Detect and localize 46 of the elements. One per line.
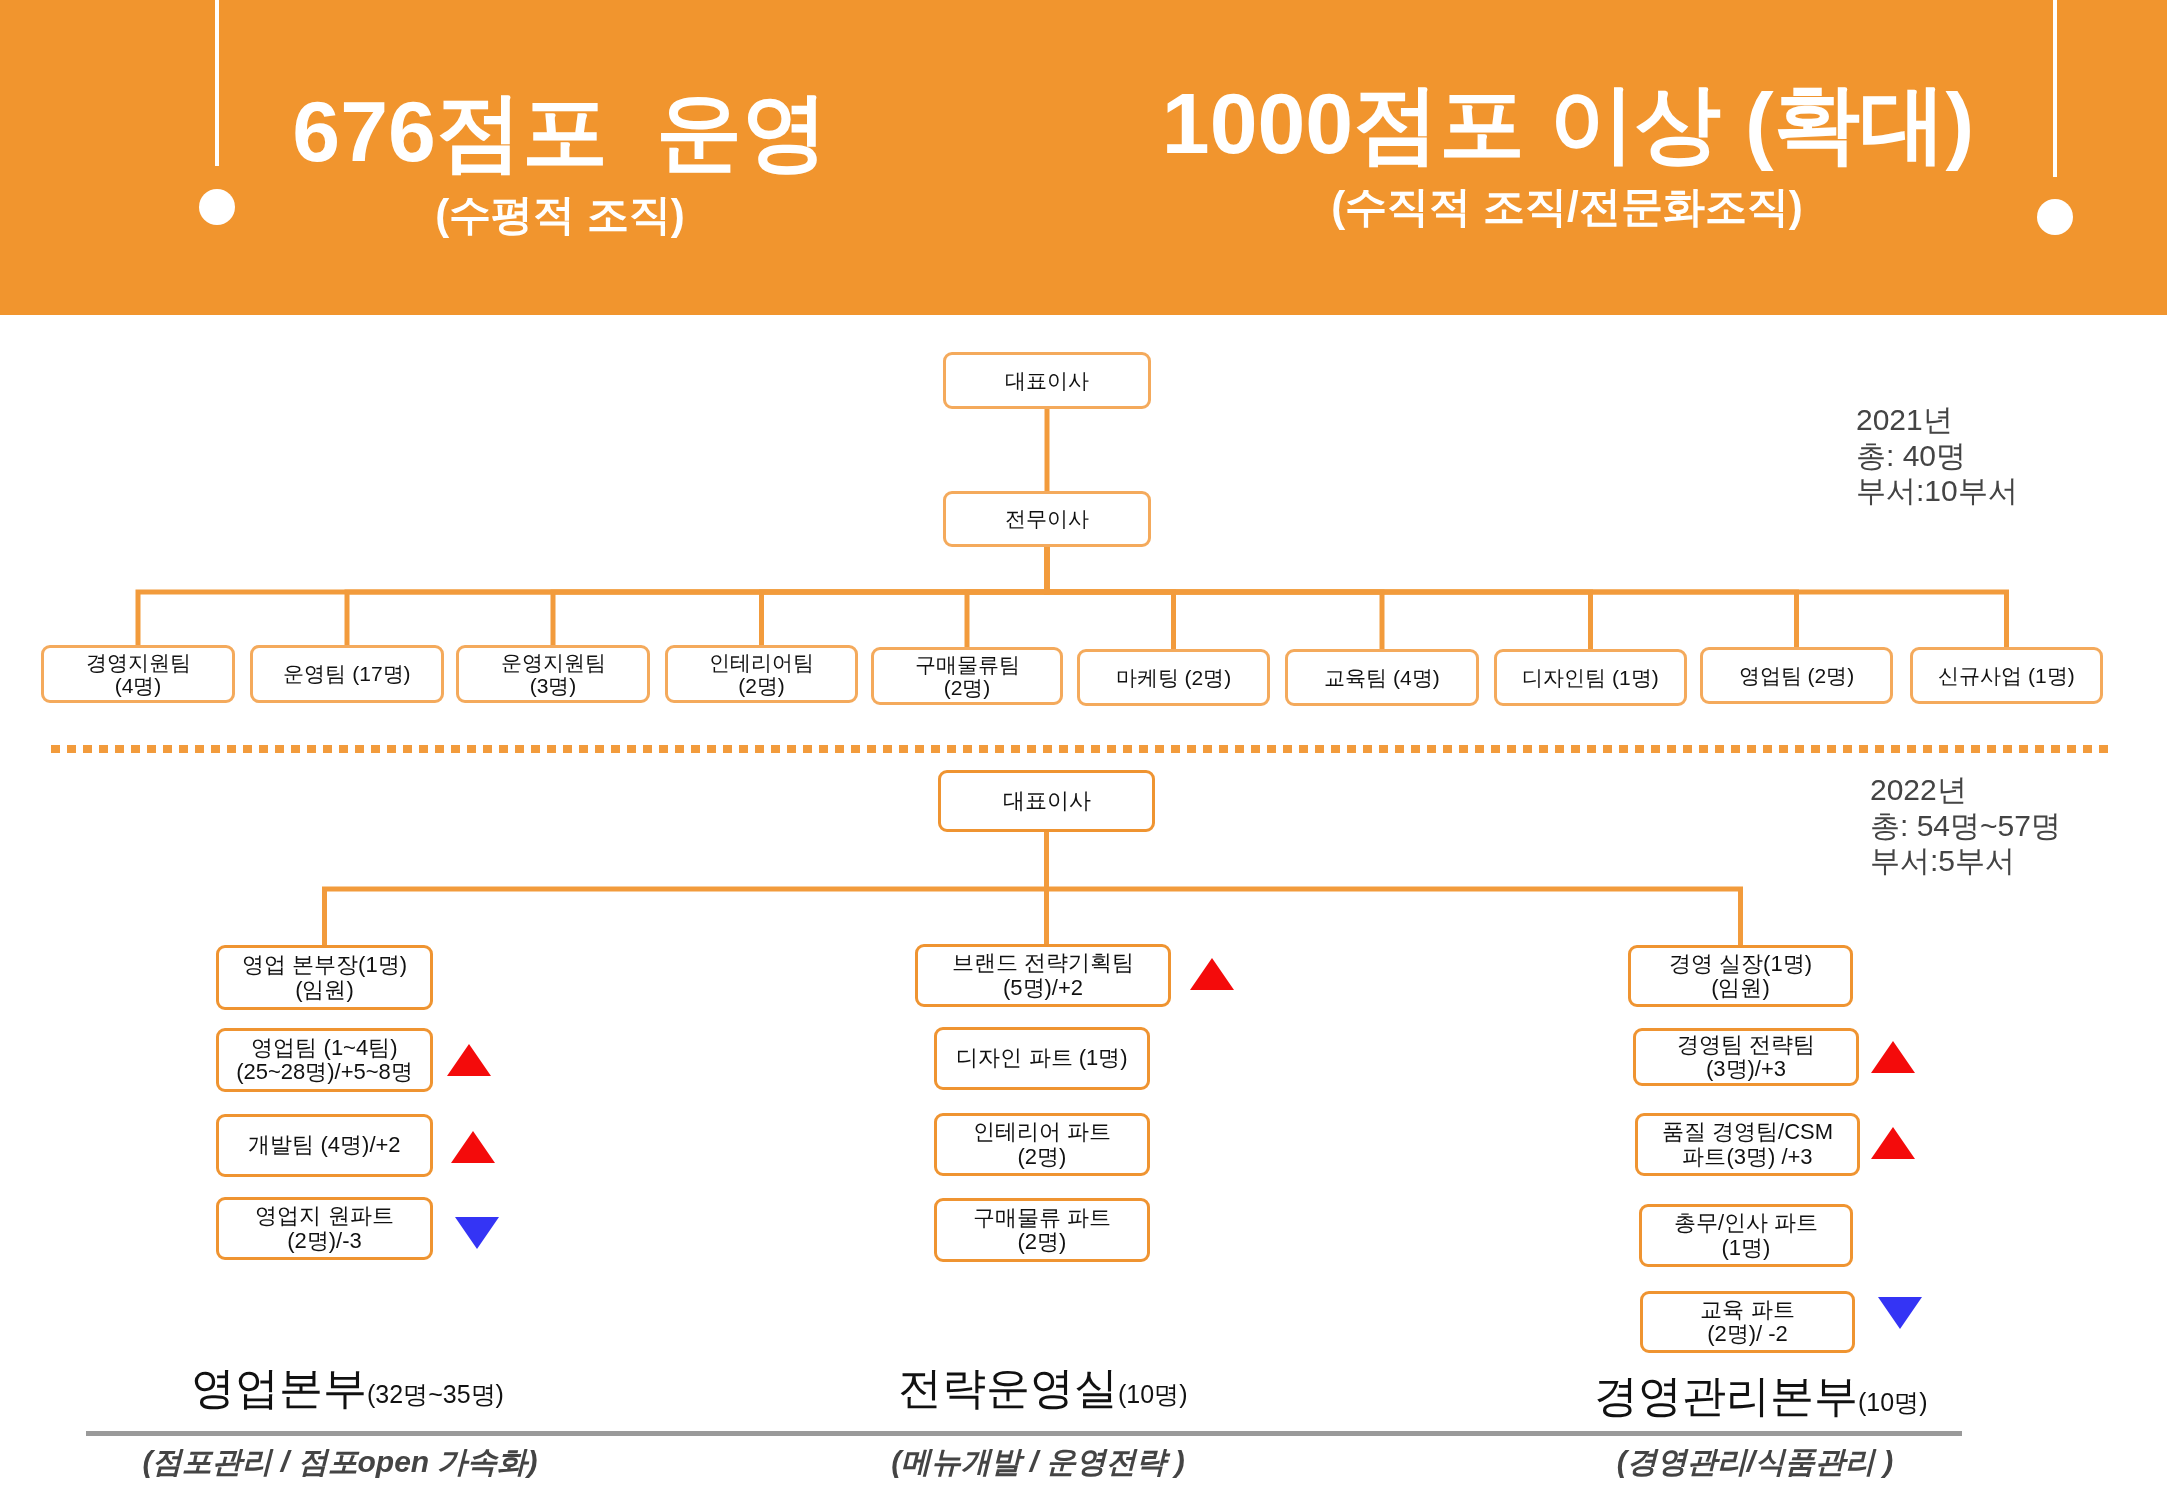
team-box: 교육 파트 (2명)/ -2 (1640, 1291, 1855, 1353)
division-subtitle: (점포관리 / 점포open 가속화) (142, 1444, 538, 1480)
team-box: 인테리어 파트 (2명) (934, 1113, 1150, 1176)
subheading: (수평적 조직) (435, 190, 685, 240)
connector-line (1044, 409, 1050, 491)
position-box: 전무이사 (943, 491, 1151, 547)
position-box: 경영 실장(1명) (임원) (1628, 945, 1853, 1007)
heading: 1000점포 이상 (확대) (1161, 74, 1975, 173)
team-box: 영업팀 (2명) (1700, 647, 1893, 704)
team-box: 디자인 파트 (1명) (934, 1027, 1150, 1090)
summary-note: 총: 54명~57명 (1870, 808, 2061, 844)
team-box: 구매물류 파트 (2명) (934, 1198, 1150, 1262)
division-title: 경영관리본부 (1594, 1370, 1858, 1422)
division-subtitle: (메뉴개발 / 운영전략 ) (891, 1444, 1185, 1480)
team-box: 총무/인사 파트 (1명) (1639, 1204, 1853, 1267)
summary-note: 총: 40명 (1856, 438, 1967, 474)
summary-note: 부서:10부서 (1856, 473, 2018, 509)
subheading: (수직적 조직/전문화조직) (1331, 182, 1803, 232)
summary-note: 2021년 (1856, 402, 1953, 438)
team-box: 마케팅 (2명) (1077, 649, 1270, 706)
team-box: 개발팀 (4명)/+2 (216, 1114, 433, 1177)
team-box: 신규사업 (1명) (1910, 647, 2103, 704)
team-box: 구매물류팀 (2명) (871, 647, 1063, 705)
headcount-label: (10명) (1858, 1387, 1928, 1417)
team-box: 품질 경영팀/CSM 파트(3명) /+3 (1635, 1113, 1860, 1176)
division-title: 전략운영실 (898, 1362, 1118, 1414)
team-box: 영업팀 (1~4팀) (25~28명)/+5~8명 (216, 1028, 433, 1092)
team-box: 디자인팀 (1명) (1494, 649, 1687, 706)
position-box: 영업 본부장(1명) (임원) (216, 945, 433, 1010)
team-box: 경영팀 전략팀 (3명)/+3 (1633, 1028, 1859, 1086)
team-box: 교육팀 (4명) (1285, 649, 1479, 706)
team-box: 영업지 원파트 (2명)/-3 (216, 1197, 433, 1260)
position-box: 대표이사 (938, 770, 1155, 832)
team-box: 경영지원팀 (4명) (41, 645, 235, 703)
heading: 676점포 운영 (292, 82, 828, 181)
team-box: 운영지원팀 (3명) (456, 645, 650, 703)
division-subtitle: (경영관리/식품관리 ) (1616, 1444, 1894, 1480)
team-box: 브랜드 전략기획팀 (5명)/+2 (915, 944, 1171, 1007)
team-box: 인테리어팀 (2명) (665, 645, 858, 703)
headcount-label: (32명~35명) (367, 1379, 504, 1409)
team-box: 운영팀 (17명) (250, 645, 444, 703)
summary-note: 부서:5부서 (1870, 843, 2016, 879)
headcount-label: (10명) (1118, 1379, 1188, 1409)
division-title: 영업본부 (191, 1362, 367, 1414)
position-box: 대표이사 (943, 352, 1151, 409)
summary-note: 2022년 (1870, 772, 1967, 808)
